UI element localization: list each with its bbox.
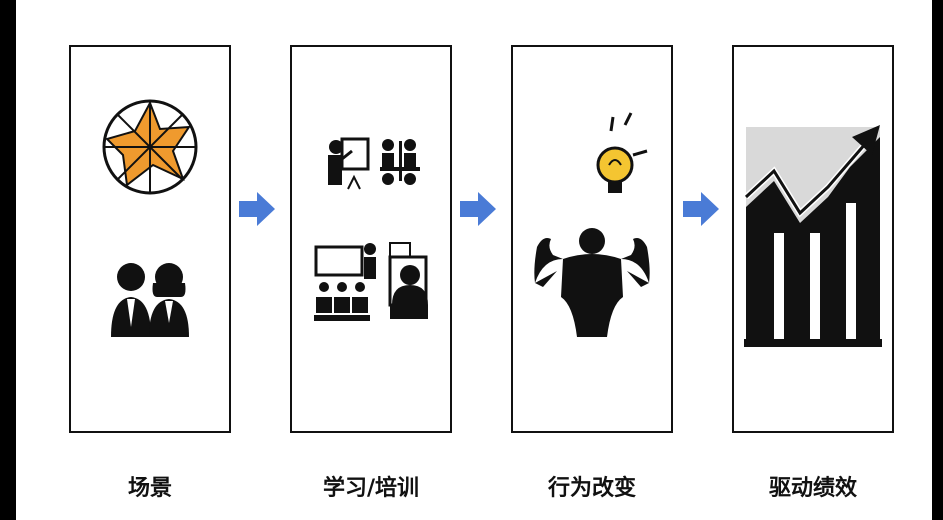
classroom-icon xyxy=(314,243,376,321)
light-bulb-icon xyxy=(596,112,648,193)
meeting-table-icon xyxy=(380,139,420,185)
label-training: 学习/培训 xyxy=(322,476,420,501)
business-people-icon xyxy=(111,263,189,337)
process-diagram: 场景 xyxy=(16,0,932,520)
label-scenario: 场景 xyxy=(127,476,172,501)
presentation-board-icon xyxy=(328,137,370,190)
arrow-right-icon xyxy=(239,192,275,226)
arrow-right-icon xyxy=(460,192,496,226)
label-behavior: 行为改变 xyxy=(547,476,636,501)
online-chat-icon xyxy=(388,242,428,319)
panel-training xyxy=(290,45,452,433)
radar-chart-icon xyxy=(102,99,198,195)
label-performance: 驱动绩效 xyxy=(768,476,857,501)
arrow-right-icon xyxy=(683,192,719,226)
panel-scenario xyxy=(69,45,231,433)
panel-behavior xyxy=(511,45,673,433)
panel-performance xyxy=(732,45,894,433)
growth-chart-icon xyxy=(743,125,882,347)
muscle-man-icon xyxy=(534,228,650,337)
